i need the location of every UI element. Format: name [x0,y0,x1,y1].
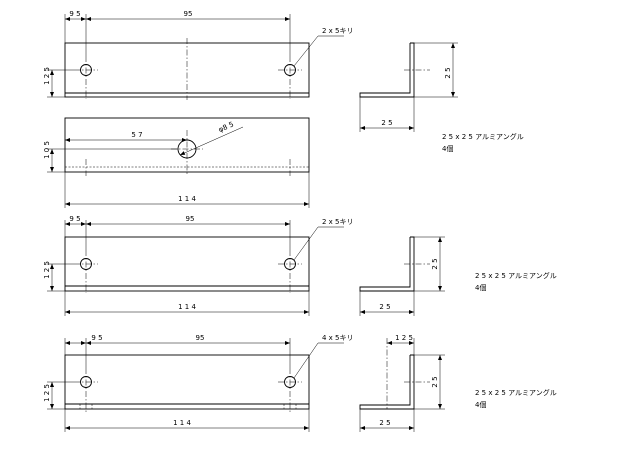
view3-side-dim-width: 2 5 [379,303,390,311]
view3-dim-spacing: 95 [186,215,195,223]
view3-dim-offset: 9 5 [69,215,80,223]
view4-qty-label: 4個 [475,400,486,409]
view2-dim-height: 1 0 5 [43,141,51,159]
view2-dim-position: 5 7 [131,131,142,139]
view1-side: 2 5 2 5 [359,42,458,132]
view4-side: 1 2 5 2 5 2 5 [359,334,445,432]
view4-side-dim-width: 2 5 [379,419,390,427]
view4-spec-label: 2 5 x 2 5 アルミアングル [475,388,557,397]
view1-leader [293,35,344,67]
view3-callout: 2 x 5キリ [322,218,354,226]
view2-plate-outline [64,117,310,173]
view2-spec-label: 2 5 x 2 5 アルミアングル [442,132,524,141]
view4-dim-offset: 9 5 [91,334,102,342]
view2-qty-label: 4個 [442,144,453,153]
view3-dim-height: 1 2 5 [43,261,51,279]
view4-dim-spacing: 95 [196,334,205,342]
view1-dim-spacing: 95 [184,10,193,18]
view1-side-dim-width: 2 5 [381,119,392,127]
view2-front: 5 7 φ8 5 1 0 5 1 1 4 [43,117,310,208]
view4-dim-length: 1 1 4 [173,419,191,427]
view4-dim-height: 1 2 5 [43,384,51,402]
view1-front: 9 5 95 1 2 5 2 x 5キリ [43,10,354,100]
view3-plate-outline [64,236,310,292]
view4-callout: 4 x 5キリ [322,334,354,342]
view2-diameter-leader [179,126,244,156]
view2-dim-length: 1 1 4 [178,195,196,203]
view1-dim-offset: 9 5 [69,10,80,18]
view4-leader [293,342,344,379]
view3-side: 2 5 2 5 [359,236,445,316]
view3-qty-label: 4個 [475,283,486,292]
view3-front: 9 5 95 1 2 5 1 1 4 2 x 5キリ [43,215,354,316]
view1-dim-height: 1 2 5 [43,67,51,85]
view1-callout: 2 x 5キリ [322,27,354,35]
view3-side-dim-height: 2 5 [431,258,439,269]
view4-front: 9 5 95 1 2 5 1 1 4 4 x 5キリ [43,334,354,432]
view1-side-dim-height: 2 5 [444,67,452,78]
view3-leader [293,226,344,261]
view4-side-dim-offset: 1 2 5 [395,334,413,342]
view3-spec-label: 2 5 x 2 5 アルミアングル [475,271,557,280]
view4-side-dim-height: 2 5 [431,376,439,387]
view4-plate-outline [64,354,310,410]
view3-dim-length: 1 1 4 [178,303,196,311]
